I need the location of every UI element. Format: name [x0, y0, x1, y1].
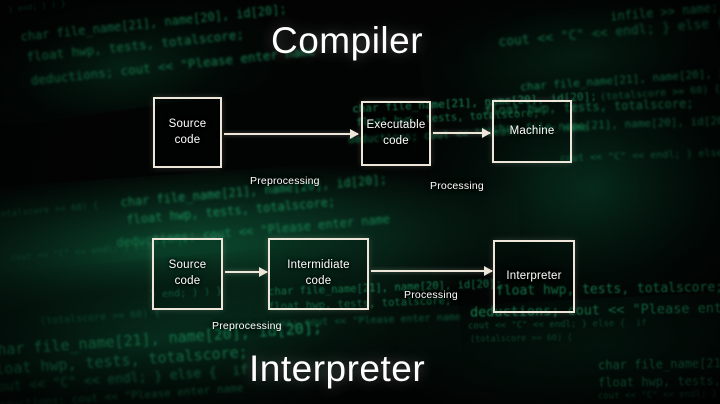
- node-label-line2: code: [174, 275, 201, 287]
- node-label-line2: code: [305, 275, 332, 287]
- node-label-line1: Source: [168, 117, 207, 130]
- arrow-interpreter-preprocessing: [225, 267, 268, 277]
- node-label-line1: Machine: [509, 124, 555, 137]
- node-interpreter-interpreter[interactable]: Interpreter: [493, 240, 575, 313]
- background-code-text: float hwp, tests, totalscore;: [0, 342, 249, 380]
- background-code-text: cout << "C" << endl; } else { if: [0, 363, 249, 396]
- background-code-text: deductions; cout << "Please enter name: [0, 381, 244, 404]
- node-label-line2: code: [174, 133, 201, 146]
- background-code-text: cout << "C" << endl; } else { if: [497, 15, 720, 51]
- edge-label-compiler-processing: Processing: [430, 180, 484, 192]
- background-code-text: } end; ) ) }: [7, 0, 67, 14]
- compiler-title: Compiler: [271, 20, 424, 61]
- arrow-compiler-preprocessing: [224, 129, 359, 139]
- background-code-text: char file_name[21], name[20], id[20];: [597, 355, 720, 373]
- node-interpreter-source-code[interactable]: Source code: [152, 238, 223, 310]
- background-code-text: (totalscore >= 60) {: [599, 83, 720, 104]
- node-compiler-machine[interactable]: Machine: [492, 100, 572, 163]
- node-compiler-executable-code[interactable]: Executable code: [361, 101, 431, 166]
- background-code-text: char file_name[21], name[20], id[20];: [519, 63, 720, 94]
- background-code-text: cout << "C" << endl; } else { if: [559, 147, 720, 165]
- node-label-line1: Interpreter: [506, 269, 562, 282]
- node-label-line1: Executable: [366, 118, 426, 131]
- background-code-text: cout << "C" << endl; } else { if: [597, 389, 718, 402]
- node-label-line1: Source: [168, 259, 207, 272]
- edge-label-compiler-preprocessing: Preprocessing: [250, 175, 320, 187]
- arrow-interpreter-processing: [371, 266, 493, 276]
- edge-label-interpreter-processing: Processing: [404, 289, 458, 301]
- background-code-text: (totalscore >= 60) {: [0, 201, 99, 221]
- background-code-text: cout << "C" << endl; } else { if: [467, 318, 647, 332]
- interpreter-title: Interpreter: [249, 348, 426, 389]
- background-code-text: float hwp, tests, totalscore;: [125, 194, 336, 228]
- background-code-text: char file_name[21], name[20], id[20];: [19, 2, 288, 44]
- node-label-line2: code: [383, 134, 409, 147]
- background-glow-right: [430, 85, 720, 315]
- background-code-text: infile >> name;: [609, 0, 719, 24]
- background-code-text: float hwp, tests, totalscore;: [597, 373, 720, 390]
- background-code-text: float hwp, tests, totalscore;: [25, 26, 245, 65]
- background-glow-top-left: [0, 0, 277, 131]
- node-interpreter-intermidiate-code[interactable]: Intermidiate code: [268, 238, 369, 310]
- arrow-compiler-processing: [433, 128, 491, 138]
- background-code-text: (totalscore >= 60) {: [469, 333, 573, 345]
- node-compiler-source-code[interactable]: Source code: [153, 97, 222, 168]
- background-code-text: (totalscore >= 60) {: [39, 307, 161, 328]
- node-label-line1: Intermidiate: [287, 259, 350, 272]
- edge-label-interpreter-preprocessing: Preprocessing: [212, 320, 282, 332]
